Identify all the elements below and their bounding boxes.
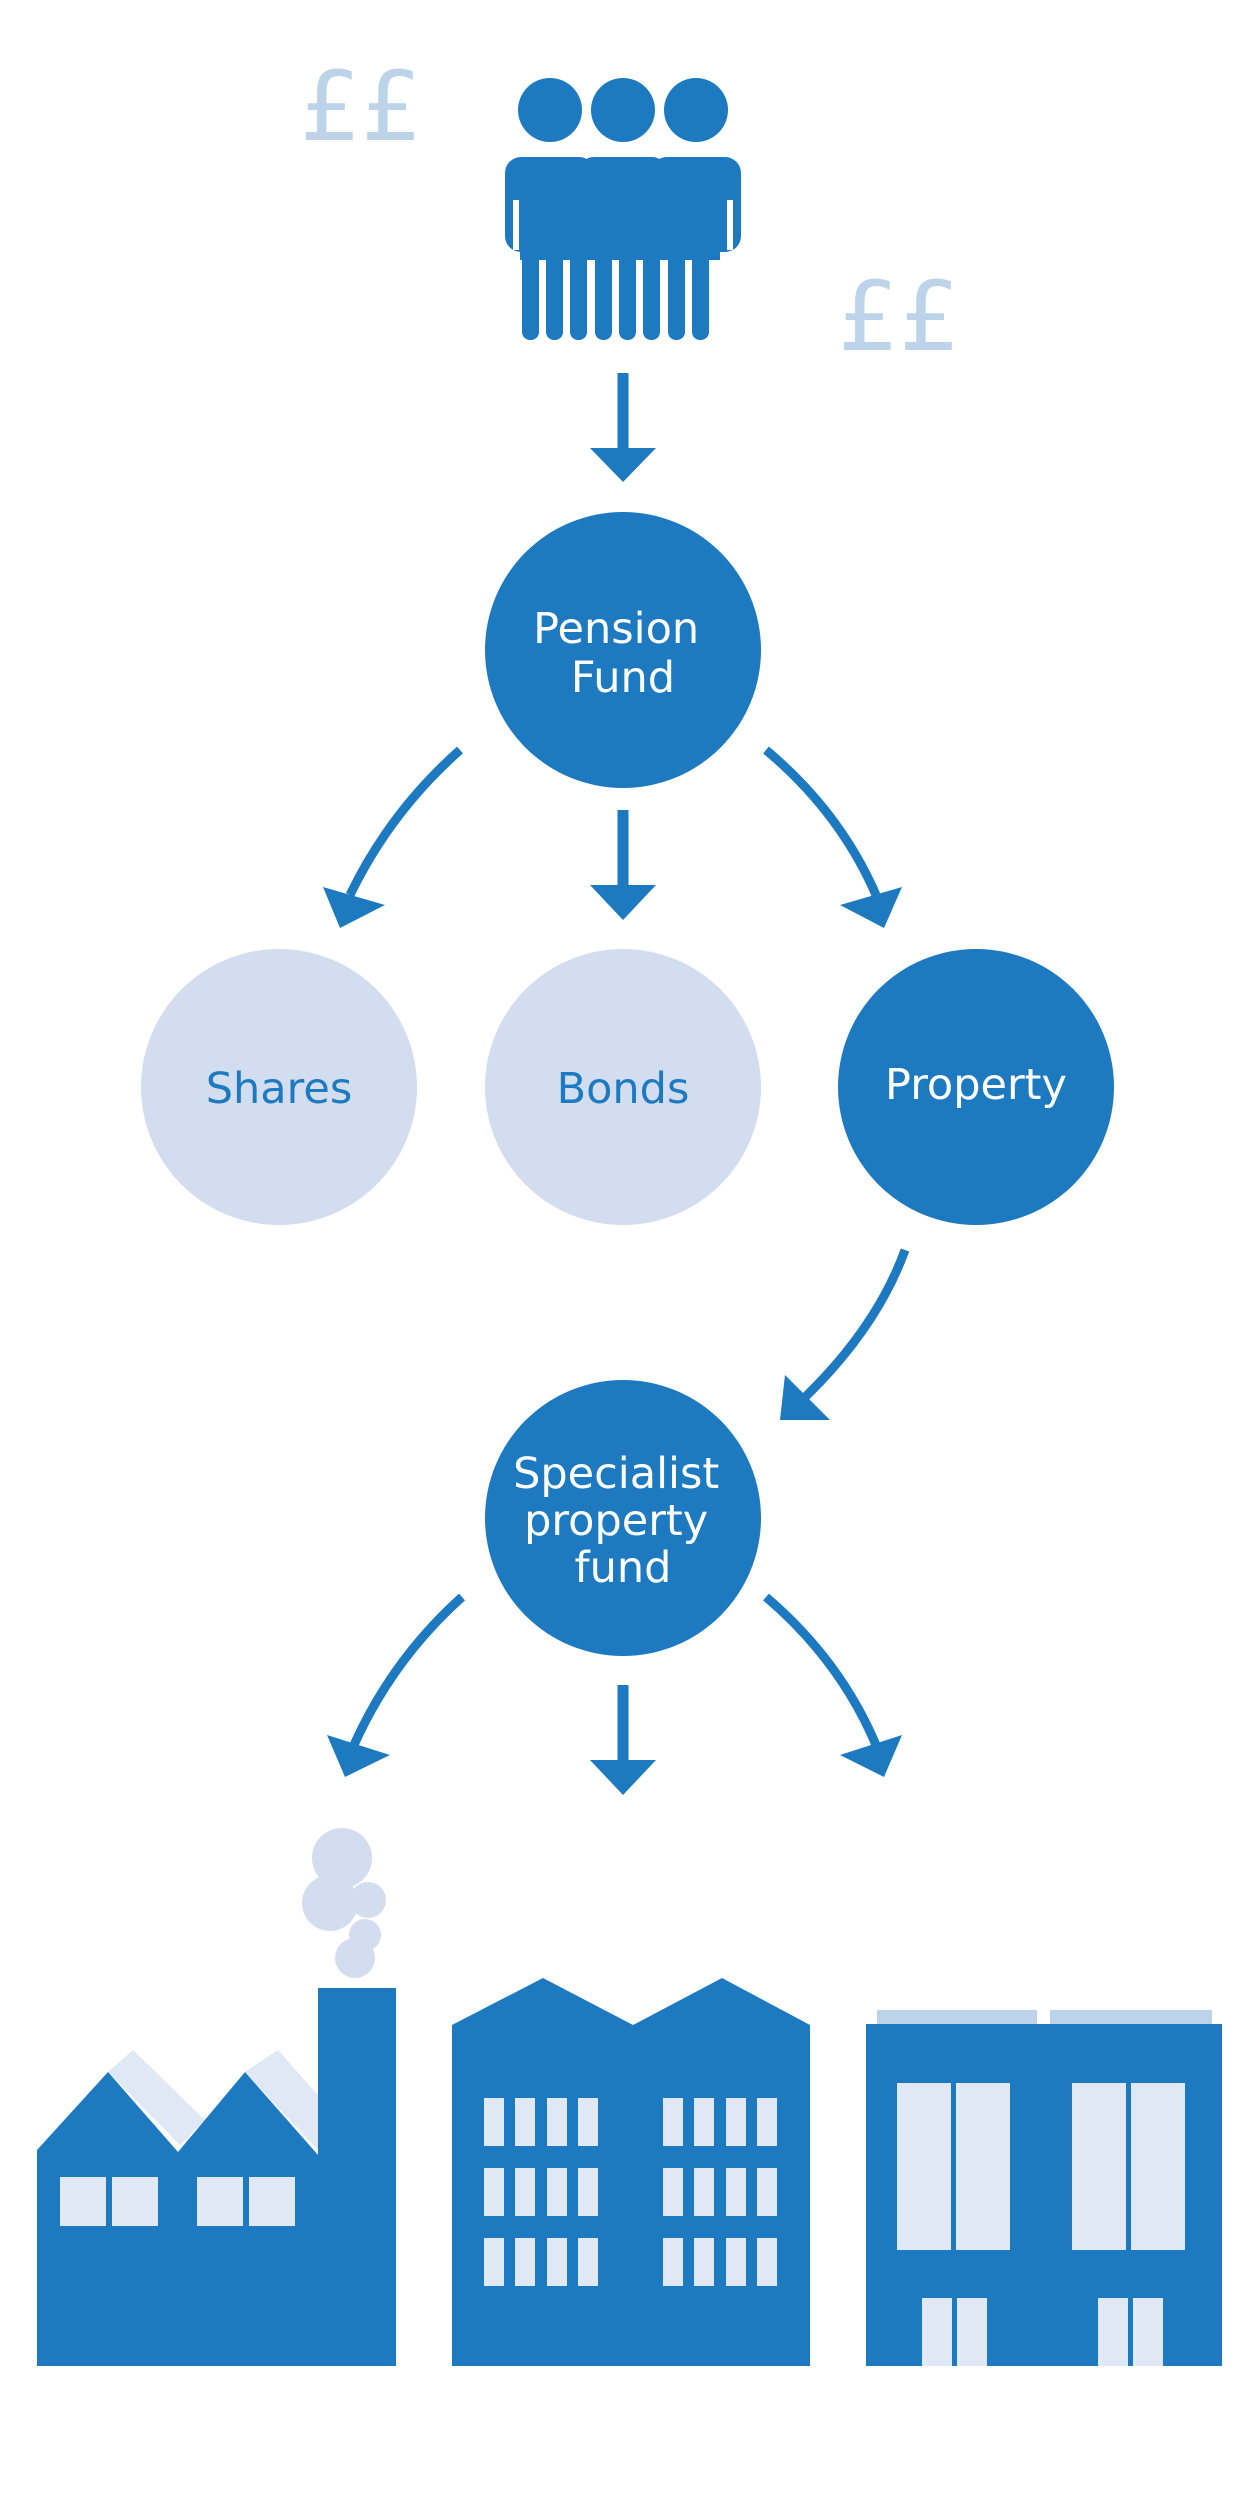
specialist-property-fund-node: Specialist property fund [485,1380,761,1656]
specialist-label-line1: Specialist [513,1449,719,1499]
property-node: Property [838,949,1114,1225]
currency-symbol-left: ££ [300,51,422,163]
office-block-icon [452,1978,810,2366]
specialist-label-line2: property [524,1496,708,1546]
arrow-pension-to-shares [323,746,463,928]
arrow-pension-to-bonds [590,810,656,920]
shares-node: Shares [141,949,417,1225]
pension-fund-node: Pension Fund [485,512,761,788]
arrow-specialist-to-modern [763,1593,902,1777]
svg-text:Pension Fund: Pension Fund [533,604,713,703]
pension-fund-label-line1: Pension [533,604,699,654]
bonds-label: Bonds [557,1064,690,1114]
shares-label: Shares [206,1064,353,1114]
arrow-property-to-specialist [780,1248,910,1420]
arrow-specialist-to-office [590,1685,656,1795]
specialist-label-line3: fund [575,1543,672,1593]
factory-icon [37,1828,396,2366]
people-group-icon [505,78,741,340]
property-label: Property [885,1060,1067,1110]
arrow-specialist-to-factory [327,1593,466,1777]
modern-building-icon [866,2010,1222,2366]
pension-fund-label-line2: Fund [571,653,675,703]
svg-text:Specialist property: Specialist property fund [513,1449,733,1593]
currency-symbol-right: ££ [838,261,960,373]
bonds-node: Bonds [485,949,761,1225]
arrow-people-to-pension [590,373,656,482]
arrow-pension-to-property [763,746,902,928]
